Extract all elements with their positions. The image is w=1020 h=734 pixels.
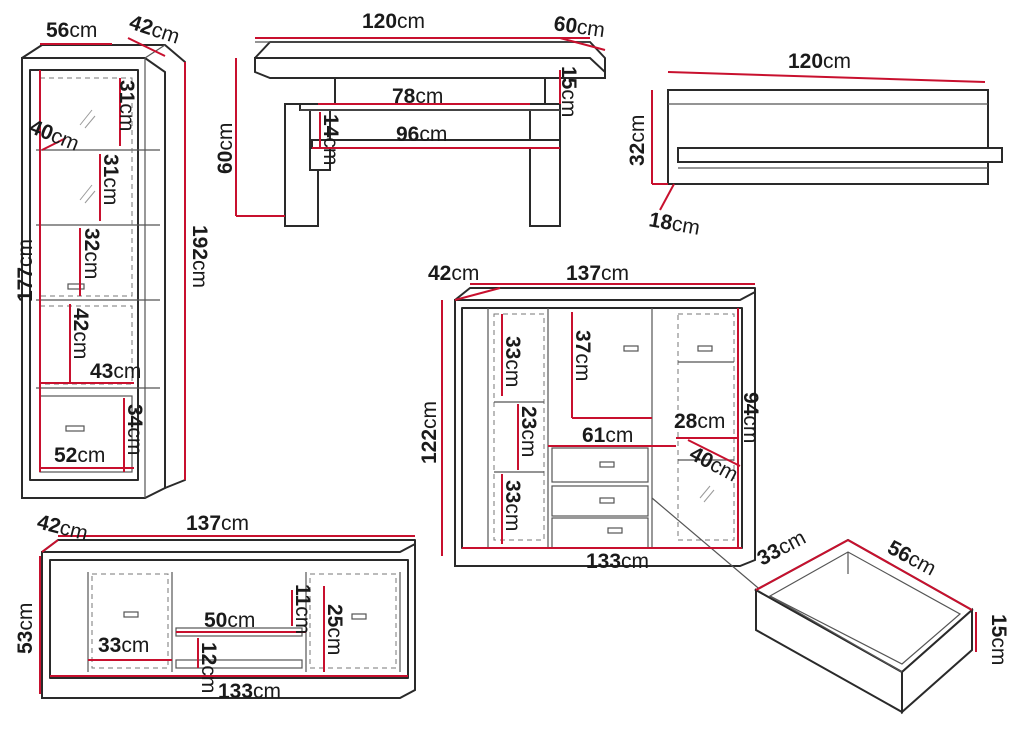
console-lower-gap-label: 14cm bbox=[319, 114, 342, 165]
vitrine-width-label: 56cm bbox=[46, 19, 97, 42]
vitrine-depth-label: 42cm bbox=[126, 11, 182, 49]
console-upper-width-label: 78cm bbox=[392, 85, 443, 108]
tv-stand-shelf-width-label: 50cm bbox=[204, 609, 255, 632]
cabinet-left-shelf1-label: 33cm bbox=[501, 336, 524, 387]
tv-stand-height-label: 53cm bbox=[14, 603, 37, 654]
dimension-labels: 56cm 42cm 177cm 192cm 31cm 40cm 31cm 32c… bbox=[14, 10, 1010, 703]
cabinet-middle-width-label: 61cm bbox=[582, 424, 633, 447]
cabinet-drawing bbox=[441, 283, 771, 599]
vitrine-drawer-width-label: 52cm bbox=[54, 444, 105, 467]
console-lower-width-label: 96cm bbox=[396, 123, 447, 146]
wall-shelf-height-label: 32cm bbox=[626, 115, 649, 166]
tv-stand-width-label: 137cm bbox=[186, 512, 249, 535]
cabinet-right-compartment-label: 28cm bbox=[674, 410, 725, 433]
drawer-depth-label: 33cm bbox=[754, 526, 810, 570]
console-depth-label: 60cm bbox=[552, 12, 606, 42]
wall-shelf-depth-label: 18cm bbox=[647, 208, 702, 240]
vitrine-drawer-height-label: 34cm bbox=[123, 404, 146, 455]
cabinet-right-height-label: 94cm bbox=[739, 392, 762, 443]
cabinet-upper-compartment-label: 37cm bbox=[571, 330, 594, 381]
vitrine-height-label: 192cm bbox=[188, 225, 211, 288]
tv-stand-side-compartment-label: 33cm bbox=[98, 634, 149, 657]
vitrine-drawing bbox=[21, 37, 186, 499]
vitrine-inner-height-label: 177cm bbox=[14, 239, 37, 302]
tv-stand-shelf-gap-label: 11cm bbox=[291, 584, 314, 634]
vitrine-shelf3-label: 32cm bbox=[80, 228, 103, 279]
console-top-gap-label: 15cm bbox=[557, 66, 580, 117]
console-drawing bbox=[235, 37, 606, 227]
vitrine-shelf2-label: 31cm bbox=[99, 154, 122, 205]
drawer-drawing bbox=[753, 538, 977, 715]
drawer-height-label: 15cm bbox=[987, 614, 1010, 665]
tv-stand-inner-width-label: 133cm bbox=[218, 680, 281, 703]
vitrine-shelf4-label: 42cm bbox=[69, 308, 92, 359]
vitrine-inner-width-label: 43cm bbox=[90, 360, 141, 383]
vitrine-shelf1-label: 31cm bbox=[115, 80, 138, 131]
cabinet-depth-label: 42cm bbox=[428, 262, 479, 285]
console-width-label: 120cm bbox=[362, 10, 425, 33]
cabinet-inner-width-label: 133cm bbox=[586, 550, 649, 573]
cabinet-left-shelf3-label: 33cm bbox=[501, 480, 524, 531]
tv-stand-inner-height-label: 25cm bbox=[323, 604, 346, 655]
tv-stand-depth-label: 42cm bbox=[35, 511, 90, 546]
cabinet-height-label: 122cm bbox=[418, 401, 441, 464]
cabinet-left-shelf2-label: 23cm bbox=[517, 406, 540, 457]
tv-stand-drawing bbox=[39, 535, 416, 699]
console-height-label: 60cm bbox=[214, 123, 237, 174]
cabinet-width-label: 137cm bbox=[566, 262, 629, 285]
wall-shelf-drawing bbox=[651, 71, 1003, 211]
wall-shelf-width-label: 120cm bbox=[788, 50, 851, 73]
tv-stand-bottom-gap-label: 12cm bbox=[197, 642, 220, 693]
